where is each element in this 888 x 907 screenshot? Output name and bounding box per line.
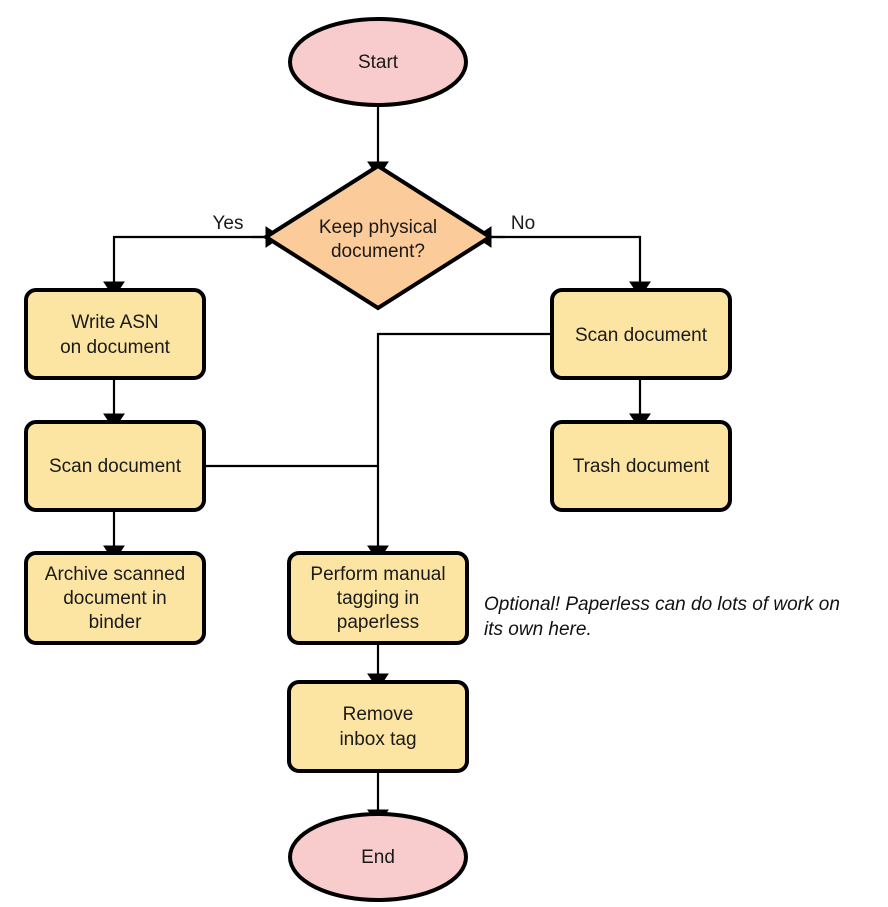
tagging-label-line2: tagging in [337,588,419,609]
edge-decision-yes-to-write-asn [103,235,268,298]
optional-note-line2: its own here. [484,619,592,640]
decision-label-line2: document? [331,241,425,262]
end-ellipse-shape [288,812,468,902]
edge-scan-right-to-tagging [367,332,552,562]
node-end[interactable]: End [288,812,468,902]
node-start[interactable]: Start [288,17,468,107]
node-decision-keep-physical-document[interactable]: Keep physical document? [262,163,494,311]
tagging-label-line1: Perform manual [310,564,445,585]
trash-document-label: Trash document [573,456,710,477]
start-label: Start [358,52,399,73]
decision-diamond-shape [262,163,494,311]
write-asn-label-line2: on document [60,337,171,358]
node-remove-inbox-tag[interactable]: Remove inbox tag [287,680,469,773]
decision-label-line1: Keep physical [319,217,437,238]
tagging-label-line3: paperless [337,612,419,633]
write-asn-label-line1: Write ASN [71,312,158,333]
edge-decision-no-to-scan-right [489,235,651,298]
scan-document-left-box-shape [24,420,206,512]
scan-document-right-box-shape [550,288,732,380]
archive-label-line1: Archive scanned [45,564,185,585]
tagging-box-shape [287,551,469,645]
scan-document-right-label: Scan document [575,325,708,346]
remove-inbox-box-shape [287,680,469,773]
end-label: End [361,847,395,868]
archive-box-shape [24,551,206,645]
edge-label-yes: Yes [213,213,244,234]
node-scan-document-right[interactable]: Scan document [550,288,732,380]
remove-inbox-label-line2: inbox tag [339,729,416,750]
optional-note: Optional! Paperless can do lots of work … [484,594,840,640]
remove-inbox-label-line1: Remove [343,704,414,725]
node-trash-document[interactable]: Trash document [550,420,732,512]
node-archive-scanned-document[interactable]: Archive scanned document in binder [24,551,206,645]
archive-label-line3: binder [89,612,142,633]
write-asn-box-shape [24,288,206,380]
trash-document-box-shape [550,420,732,512]
edge-label-no: No [511,213,535,234]
optional-note-line1: Optional! Paperless can do lots of work … [484,594,840,615]
node-write-asn-on-document[interactable]: Write ASN on document [24,288,206,380]
node-scan-document-left[interactable]: Scan document [24,420,206,512]
start-ellipse-shape [288,17,468,107]
node-perform-manual-tagging[interactable]: Perform manual tagging in paperless [287,551,469,645]
scan-document-left-label: Scan document [49,456,182,477]
archive-label-line2: document in [63,588,167,609]
